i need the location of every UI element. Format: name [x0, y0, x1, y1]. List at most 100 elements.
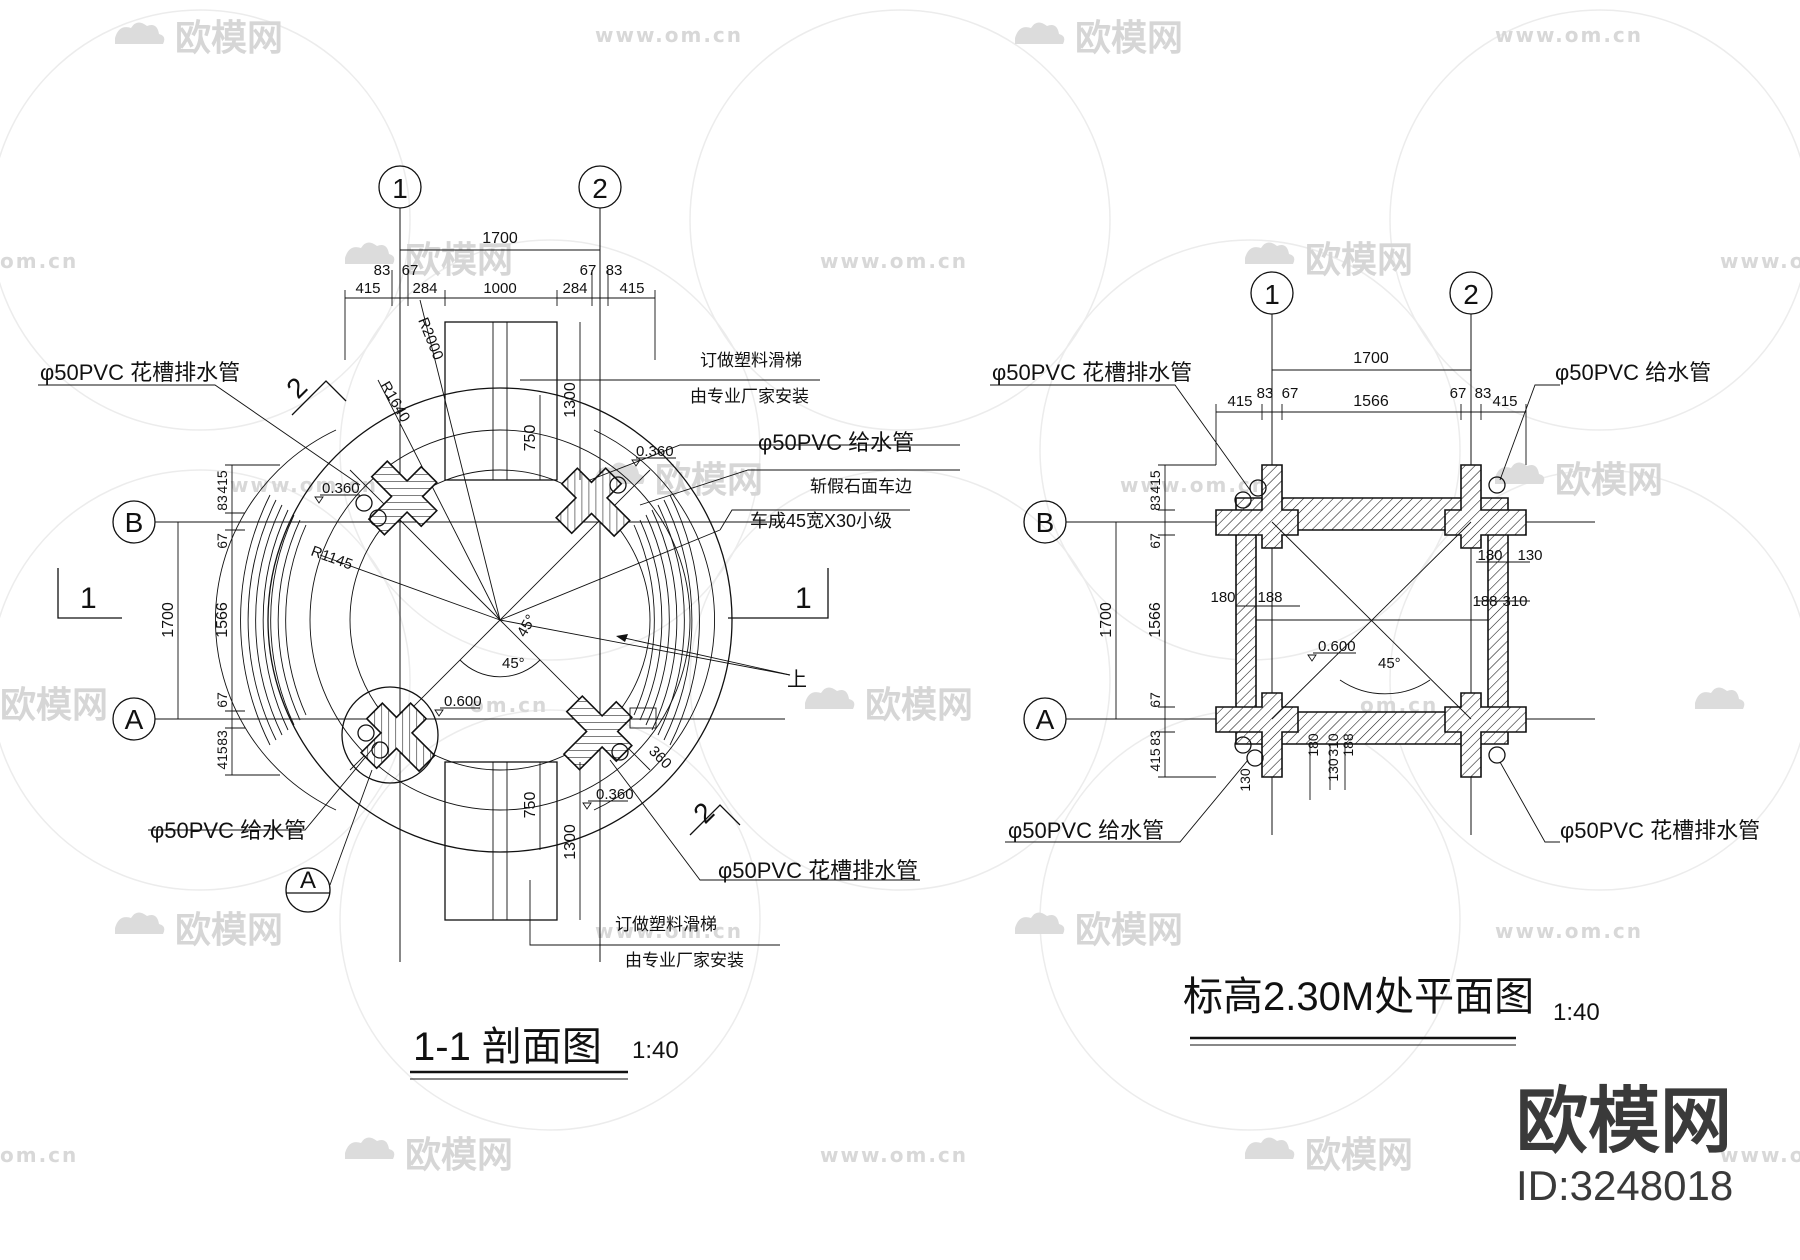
- column-bl: [341, 686, 439, 784]
- plan-dims-top: [1215, 369, 1527, 465]
- watermark-url: www.om.cn: [1120, 473, 1268, 497]
- watermark-url: www.om.cn: [1495, 23, 1643, 47]
- label-stone-1: 斩假石面车边: [810, 477, 912, 496]
- watermark-url: www.om.cn: [595, 919, 743, 943]
- angle-label-1: 45°: [502, 655, 525, 672]
- label-slide-bot-1: 订做塑料滑梯: [615, 915, 717, 934]
- axis-label-b: B: [1036, 507, 1055, 538]
- dim-top-a: 83: [374, 262, 391, 279]
- section-mark-diag-bottom: [689, 804, 741, 836]
- slide-dim-bot-1300: 1300: [562, 824, 579, 860]
- label-slide-top-1: 订做塑料滑梯: [700, 351, 802, 370]
- plan-dim-top-c: 67: [1282, 385, 1299, 402]
- plan-label-water-bl: φ50PVC 给水管: [1008, 818, 1164, 843]
- elev-label-3: 0.600: [444, 693, 482, 710]
- watermark-brand: 欧模网: [1075, 18, 1183, 59]
- watermark-brand: 欧模网: [865, 685, 973, 726]
- dim-left-top-67: 67: [214, 533, 230, 549]
- plan-inner-180c: 180: [1305, 733, 1321, 757]
- slide-dim-bot-750: 750: [522, 792, 539, 819]
- watermark-brand: 欧模网: [405, 1135, 513, 1176]
- left-section-drawing: 1 2 B A: [38, 165, 960, 1080]
- plan-leader-lines: [990, 384, 1560, 843]
- left-drawing-title: 1-1 剖面图: [413, 1025, 602, 1069]
- radius-r1145: R1145: [309, 543, 355, 574]
- plan-angle: 45°: [1378, 655, 1401, 672]
- axis-label-2: 2: [592, 173, 608, 204]
- axis-label-1: 1: [392, 173, 408, 204]
- watermark-url: om.cn: [470, 693, 548, 717]
- plan-inner-180a: 180: [1477, 547, 1502, 564]
- plan-inner-310a: 310: [1502, 593, 1527, 610]
- radial-lines: [319, 299, 791, 771]
- detail-marker-label: A: [300, 867, 316, 894]
- dims-left: [170, 464, 280, 776]
- right-plan-drawing: 1 2 B A: [990, 271, 1760, 1046]
- slide-bottom: [444, 761, 558, 921]
- watermark-url: www.om.cn: [1495, 919, 1643, 943]
- watermark-urls: www.om.cn www.om.cn om.cn www.om.cn www.…: [0, 23, 1800, 1167]
- right-drawing-scale: 1:40: [1553, 999, 1600, 1026]
- label-water-right: φ50PVC 给水管: [758, 430, 914, 455]
- dim-top-overall: 1700: [482, 230, 518, 247]
- radius-r2000: R2000: [414, 315, 446, 362]
- plan-elevation: 0.600: [1318, 638, 1356, 655]
- plan-inner-188b: 188: [1257, 589, 1282, 606]
- dim-left-top-415: 415: [214, 470, 230, 494]
- slide-dim-top-1300: 1300: [562, 382, 579, 418]
- plan-dim-top-a: 415: [1227, 393, 1252, 410]
- section-mark-diag-bottom-label: 2: [687, 796, 720, 829]
- dim-top-e: 415: [355, 280, 380, 297]
- core-circle: [349, 469, 651, 771]
- watermark-url: www.om.cn: [1720, 249, 1800, 273]
- axis-label-a: A: [1036, 704, 1055, 735]
- label-drain-bottom: φ50PVC 花槽排水管: [718, 858, 918, 883]
- dims-top: [344, 242, 656, 360]
- watermark-brand: 欧模网: [1305, 240, 1413, 281]
- plan-label-drain-tl: φ50PVC 花槽排水管: [992, 360, 1192, 385]
- plan-diagonal-2: [1271, 521, 1472, 720]
- plan-inner-188c: 188: [1340, 733, 1356, 757]
- section-mark-right-label: 1: [795, 582, 812, 615]
- elevation-marks: [314, 457, 676, 810]
- watermark-url: www.om.cn: [595, 23, 743, 47]
- section-mark-diag-top: [291, 380, 347, 416]
- section-mark-right: [728, 568, 829, 619]
- plan-dim-left-bot-67: 67: [1147, 692, 1163, 708]
- dim-top-h: 284: [562, 280, 587, 297]
- label-slide-top-2: 由专业厂家安装: [690, 387, 809, 406]
- watermark-url: www.om.cn: [1720, 1143, 1800, 1167]
- outer-circle: [267, 387, 733, 853]
- watermark-url: om.cn: [0, 1143, 78, 1167]
- detail-marker: [285, 867, 331, 913]
- plan-dim-left-bot-83: 83: [1147, 730, 1163, 746]
- dim-top-i: 415: [619, 280, 644, 297]
- watermark-brand: 欧模网: [0, 685, 108, 726]
- plan-dim-left-top-415: 415: [1147, 470, 1163, 494]
- label-slide-bot-2: 由专业厂家安装: [625, 951, 744, 970]
- plan-dims-left: [1108, 464, 1216, 778]
- axis-label-1: 1: [1264, 279, 1280, 310]
- dim-top-c: 67: [580, 262, 597, 279]
- plan-inner-310c: 310: [1325, 733, 1341, 757]
- watermark-brand: 欧模网: [1075, 910, 1183, 951]
- section-mark-left-label: 1: [80, 582, 97, 615]
- plan-dim-top-d: 67: [1450, 385, 1467, 402]
- slide-dim-top-750: 750: [522, 425, 539, 452]
- dim-left-bot-83: 83: [214, 730, 230, 746]
- dim-left-bot-415: 415: [214, 746, 230, 770]
- watermark-logos: 欧模网 欧模网 欧模网 欧模网 欧模网 欧模网 欧模网 欧模网 欧模网 欧模网 …: [0, 18, 1745, 1176]
- label-drain-top: φ50PVC 花槽排水管: [40, 360, 240, 385]
- plan-dim-left-top-83: 83: [1147, 495, 1163, 511]
- watermark-url: www.om.cn: [820, 249, 968, 273]
- plan-dim-left-bot-415: 415: [1147, 748, 1163, 772]
- plan-dim-top-overall: 1700: [1353, 350, 1389, 367]
- dim-left-bot-67: 67: [214, 692, 230, 708]
- plan-dim-left-top-67: 67: [1147, 533, 1163, 549]
- dim-left-top-83: 83: [214, 495, 230, 511]
- watermark-brand: 欧模网: [175, 910, 283, 951]
- plan-label-water-tr: φ50PVC 给水管: [1555, 360, 1711, 385]
- up-label: 上: [787, 668, 807, 691]
- plan-inner-dims: [1236, 561, 1530, 800]
